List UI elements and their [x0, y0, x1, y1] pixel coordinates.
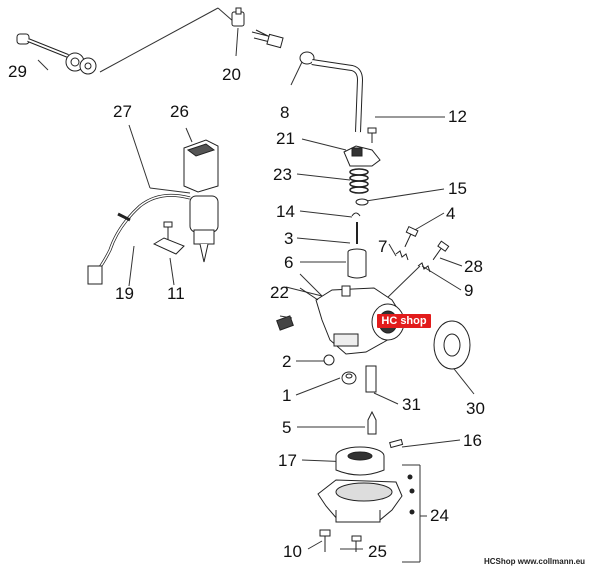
bracket-part: [152, 221, 185, 255]
callout-9: 9: [464, 281, 474, 300]
gasket-part: [433, 320, 471, 370]
fuel-fitting-part: [231, 7, 284, 49]
carb-top-cap-part: [343, 145, 381, 167]
banjo-bolt-part: [16, 33, 97, 75]
callout-10: 10: [283, 542, 302, 561]
callout-12: 12: [448, 107, 467, 126]
choke-heater-part: [87, 193, 219, 285]
jet-tube-part: [365, 365, 377, 393]
callout-26: 26: [170, 102, 189, 121]
credit-footer[interactable]: HCShop www.collmann.eu: [484, 557, 586, 566]
filter-box-part: [183, 139, 219, 193]
callout-15: 15: [448, 179, 467, 198]
float-part: [335, 446, 385, 476]
callout-6: 6: [284, 253, 294, 272]
callout-8: 8: [280, 103, 290, 122]
slide-spring-part: [349, 168, 369, 194]
float-bowl-part: [317, 479, 403, 523]
washer-part: [355, 198, 369, 206]
bowl-screw-part: [319, 529, 331, 552]
main-jet-part: [341, 371, 357, 385]
callout-11: 11: [167, 284, 185, 303]
callout-1: 1: [282, 386, 292, 405]
screw-part: [367, 127, 377, 143]
callout-23: 23: [273, 165, 292, 184]
pin-part: [389, 438, 404, 449]
callout-7: 7: [378, 237, 388, 256]
shop-watermark-badge: HC shop: [377, 314, 431, 328]
callout-29: 29: [8, 62, 27, 81]
callout-17: 17: [278, 451, 297, 470]
callout-14: 14: [276, 202, 295, 221]
callout-27: 27: [113, 102, 132, 121]
callout-28: 28: [464, 257, 483, 276]
idle-screw-part: [404, 225, 419, 248]
drain-screw-part: [351, 535, 362, 552]
callout-24: 24: [430, 506, 449, 525]
callout-3: 3: [284, 229, 294, 248]
throttle-slide-part: [347, 248, 367, 279]
callout-31: 31: [402, 395, 421, 414]
carburetor-body-part: [299, 285, 405, 355]
fuel-pipe-part: [299, 51, 364, 133]
callout-16: 16: [463, 431, 482, 450]
needle-clip-part: [351, 212, 361, 217]
callout-30: 30: [466, 399, 485, 418]
callout-20: 20: [222, 65, 241, 84]
callout-2: 2: [282, 352, 292, 371]
callout-4: 4: [446, 204, 456, 223]
callout-25: 25: [368, 542, 387, 561]
callout-19: 19: [115, 284, 134, 303]
mixture-screw-part: [432, 240, 450, 261]
callout-22: 22: [270, 283, 289, 302]
callout-5: 5: [282, 418, 292, 437]
screw-spring-part: [395, 250, 409, 261]
callout-21: 21: [276, 129, 295, 148]
jet-holder-part: [323, 354, 335, 366]
float-needle-part: [367, 410, 377, 435]
mixture-spring-part: [417, 262, 431, 273]
choke-connector-part: [276, 315, 294, 331]
